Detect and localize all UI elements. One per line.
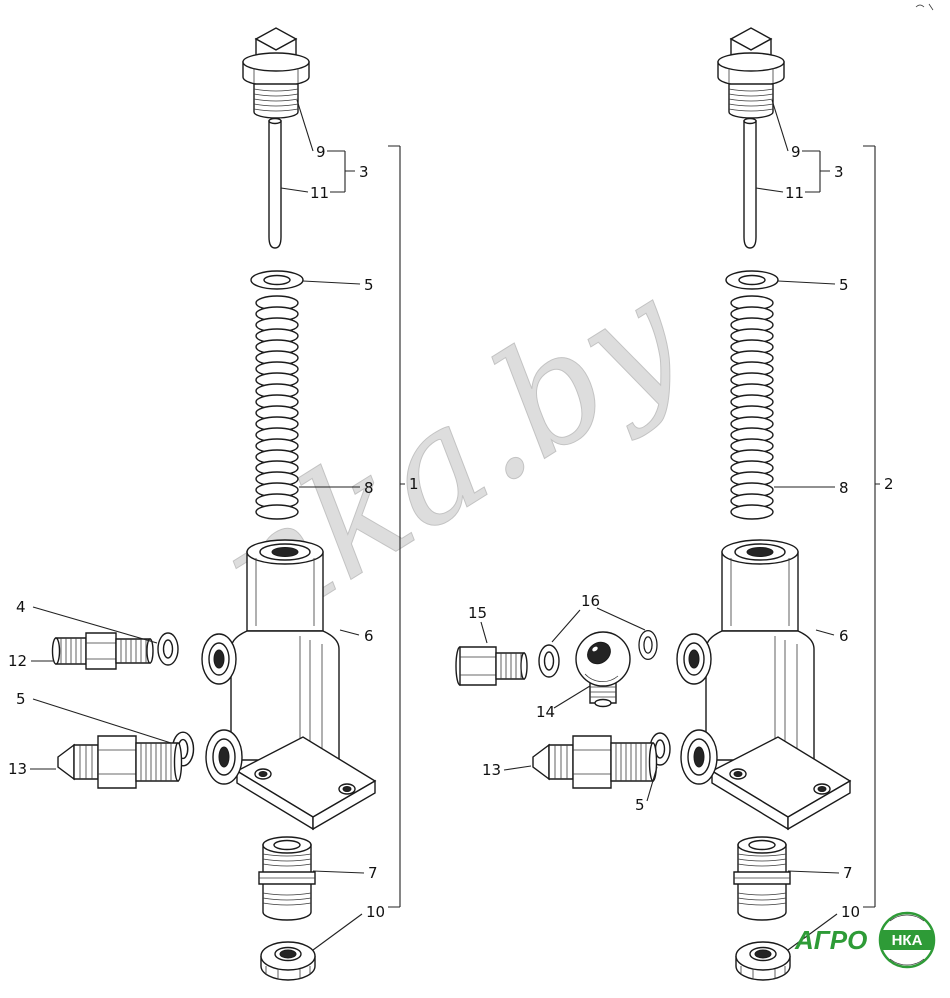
callout-spring-right: 8	[839, 479, 849, 497]
callout-rod-left: 11	[310, 184, 329, 202]
brand-logo-emblem-text: НКА	[892, 932, 923, 949]
callout-seal-lower-left: 5	[16, 690, 26, 708]
callout-rod-right: 11	[785, 184, 804, 202]
callout-body-left: 6	[364, 627, 374, 645]
seal-ring-upper-left	[157, 632, 179, 666]
left-extra-parts	[51, 632, 195, 789]
callouts-right: 9 11 3 5 8 2 6 15 16 14 13 5 7 10	[468, 143, 894, 921]
callout-fitting-lower-right: 13	[482, 761, 501, 779]
callout-body-right: 6	[839, 627, 849, 645]
callout-washer-left: 5	[364, 276, 374, 294]
elbow-fitting-right	[575, 631, 631, 708]
side-plug-right	[455, 646, 528, 686]
callout-group-right: 3	[834, 163, 844, 181]
seal-ring-elbow-right	[638, 629, 658, 661]
callout-plug-left: 9	[316, 143, 326, 161]
corner-artifact	[915, 3, 934, 11]
seal-ring-elbow-left	[538, 644, 560, 678]
callout-side-plug-right: 15	[468, 604, 487, 622]
callout-fitting-upper-left: 12	[8, 652, 27, 670]
callout-group-left: 3	[359, 163, 369, 181]
callout-assembly-right: 2	[884, 475, 894, 493]
callout-fitting-lower-left: 13	[8, 760, 27, 778]
brand-logo-globe-lines	[889, 914, 925, 966]
callouts-left: 9 11 3 5 8 1 6 4 12 5 13 7 10	[8, 143, 419, 921]
callout-spring-left: 8	[364, 479, 374, 497]
fitting-lower-left	[57, 735, 183, 789]
callout-elbow-right: 14	[536, 703, 555, 721]
leader-lines-right	[480, 99, 880, 951]
brand-logo-band	[880, 930, 934, 950]
callout-assembly-left: 1	[409, 475, 419, 493]
assembly-right: 9 11 3 5 8 2 6 15 16 14 13 5 7 10	[455, 27, 894, 981]
callout-washer-right: 5	[839, 276, 849, 294]
callout-nut-right: 10	[841, 903, 860, 921]
fitting-upper-left	[51, 632, 154, 670]
callout-coupling-right: 7	[843, 864, 853, 882]
assembly-left: 9 11 3 5 8 1 6 4 12 5 13 7 10	[8, 27, 419, 981]
leader-lines-left	[30, 99, 405, 951]
callout-plug-right: 9	[791, 143, 801, 161]
callout-seals-pair-right: 16	[581, 592, 600, 610]
callout-coupling-left: 7	[368, 864, 378, 882]
callout-nut-left: 10	[366, 903, 385, 921]
brand-logo: АГРО НКА	[794, 911, 936, 969]
callout-seal-upper-left: 4	[16, 598, 26, 616]
fitting-lower-right	[532, 735, 658, 789]
callout-seal-lower-right: 5	[635, 796, 645, 814]
brand-logo-text: АГРО	[794, 925, 867, 955]
